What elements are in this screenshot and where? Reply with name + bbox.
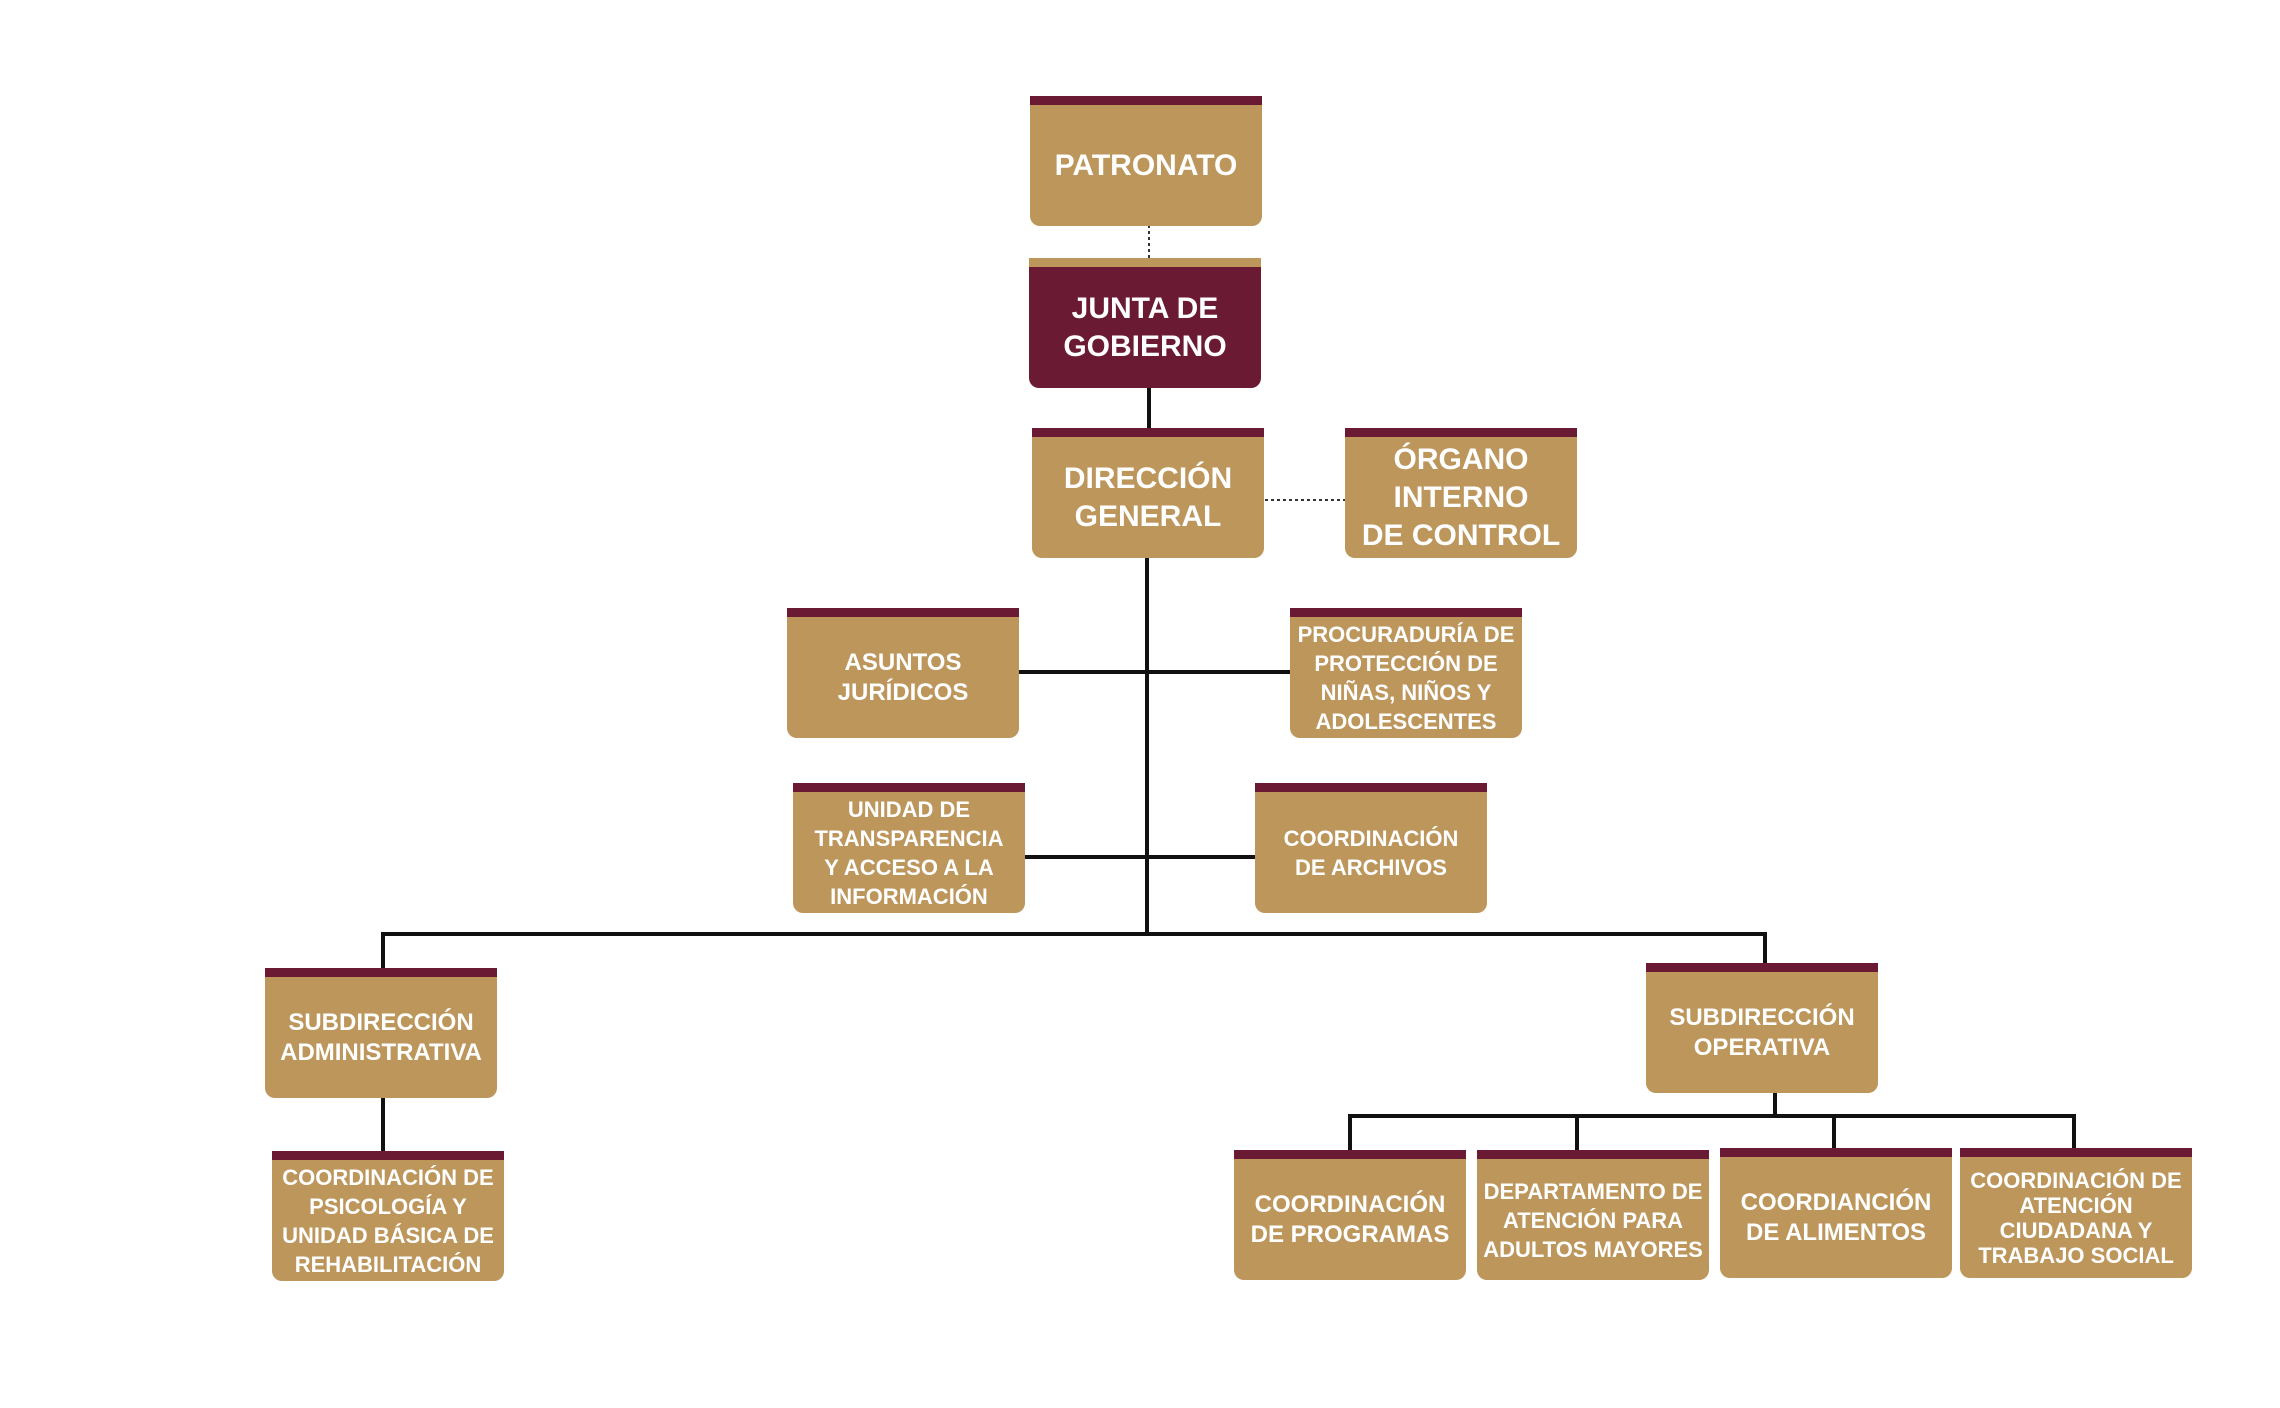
node-organo-interno-de-control: ÓRGANO INTERNO DE CONTROL bbox=[1345, 428, 1577, 558]
node-top-bar bbox=[1477, 1150, 1709, 1159]
node-ciudadana-label: COORDINACIÓN DE ATENCIÓN CIUDADANA Y TRA… bbox=[1970, 1168, 2182, 1268]
node-sub-oper-label: SUBDIRECCIÓN OPERATIVA bbox=[1669, 1004, 1855, 1061]
node-direccion-general: DIRECCIÓN GENERAL bbox=[1032, 428, 1264, 558]
node-top-bar bbox=[1029, 258, 1261, 267]
node-top-bar bbox=[265, 968, 497, 977]
node-coordinacion-de-programas: COORDINACIÓN DE PROGRAMAS bbox=[1234, 1150, 1466, 1280]
node-subdireccion-administrativa: SUBDIRECCIÓN ADMINISTRATIVA bbox=[265, 968, 497, 1098]
node-patronato-label: PATRONATO bbox=[1054, 149, 1238, 182]
node-organo-label: ÓRGANO INTERNO DE CONTROL bbox=[1361, 443, 1561, 552]
node-top-bar bbox=[1646, 963, 1878, 972]
node-coordinacion-de-alimentos: COORDIANCIÓN DE ALIMENTOS bbox=[1720, 1148, 1952, 1278]
node-top-bar bbox=[1255, 783, 1487, 792]
node-asuntos-label: ASUNTOS JURÍDICOS bbox=[837, 649, 969, 706]
node-junta-label: JUNTA DE GOBIERNO bbox=[1063, 292, 1227, 363]
node-coordinacion-de-archivos: COORDINACIÓN DE ARCHIVOS bbox=[1255, 783, 1487, 913]
node-top-bar bbox=[787, 608, 1019, 617]
node-procuraduria: PROCURADURÍA DE PROTECCIÓN DE NIÑAS, NIÑ… bbox=[1290, 608, 1522, 738]
node-top-bar bbox=[793, 783, 1025, 792]
node-patronato: PATRONATO bbox=[1030, 96, 1262, 226]
node-procuraduria-label: PROCURADURÍA DE PROTECCIÓN DE NIÑAS, NIÑ… bbox=[1297, 622, 1515, 734]
node-departamento-adultos-mayores: DEPARTAMENTO DE ATENCIÓN PARA ADULTOS MA… bbox=[1477, 1150, 1709, 1280]
node-unidad-de-transparencia: UNIDAD DE TRANSPARENCIA Y ACCESO A LA IN… bbox=[793, 783, 1025, 913]
node-alimentos-label: COORDIANCIÓN DE ALIMENTOS bbox=[1740, 1189, 1932, 1246]
node-sub-admin-label: SUBDIRECCIÓN ADMINISTRATIVA bbox=[280, 1009, 482, 1066]
node-junta-de-gobierno: JUNTA DE GOBIERNO bbox=[1029, 258, 1261, 388]
node-top-bar bbox=[1720, 1148, 1952, 1157]
node-adultos-label: DEPARTAMENTO DE ATENCIÓN PARA ADULTOS MA… bbox=[1483, 1178, 1703, 1262]
node-top-bar bbox=[1032, 428, 1264, 437]
node-top-bar bbox=[1234, 1150, 1466, 1159]
node-subdireccion-operativa: SUBDIRECCIÓN OPERATIVA bbox=[1646, 963, 1878, 1093]
node-top-bar bbox=[1960, 1148, 2192, 1157]
node-psicologia-label: COORDINACIÓN DE PSICOLOGÍA Y UNIDAD BÁSI… bbox=[282, 1165, 494, 1277]
node-transparencia-label: UNIDAD DE TRANSPARENCIA Y ACCESO A LA IN… bbox=[814, 797, 1004, 909]
node-coordinacion-de-psicologia: COORDINACIÓN DE PSICOLOGÍA Y UNIDAD BÁSI… bbox=[272, 1151, 504, 1281]
node-top-bar bbox=[1030, 96, 1262, 105]
node-asuntos-juridicos: ASUNTOS JURÍDICOS bbox=[787, 608, 1019, 738]
node-direccion-label: DIRECCIÓN GENERAL bbox=[1063, 462, 1233, 533]
node-programas-label: COORDINACIÓN DE PROGRAMAS bbox=[1250, 1191, 1450, 1248]
node-atencion-ciudadana: COORDINACIÓN DE ATENCIÓN CIUDADANA Y TRA… bbox=[1960, 1148, 2192, 1278]
node-archivos-label: COORDINACIÓN DE ARCHIVOS bbox=[1283, 826, 1459, 880]
node-top-bar bbox=[272, 1151, 504, 1160]
node-top-bar bbox=[1345, 428, 1577, 437]
node-top-bar bbox=[1290, 608, 1522, 617]
